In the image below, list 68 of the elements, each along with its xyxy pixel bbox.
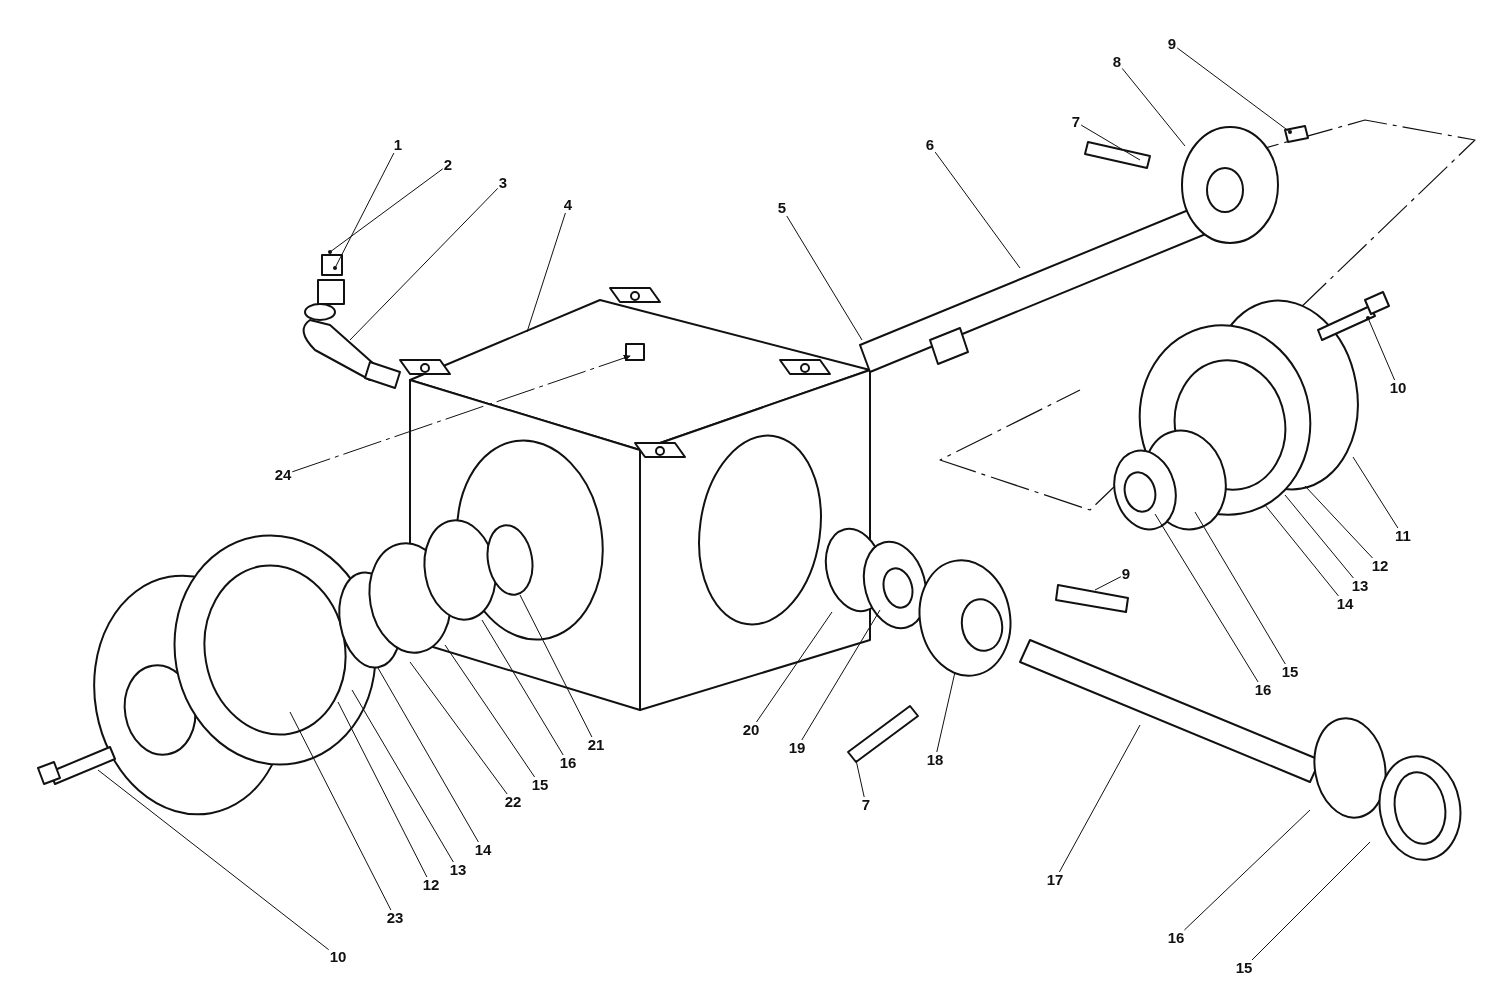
leader-line: [349, 187, 499, 341]
leader-line: [1264, 504, 1339, 597]
callout-number: 10: [1388, 380, 1408, 396]
leader-line: [801, 609, 881, 741]
callout-number: 10: [328, 949, 348, 965]
leader-line: [1304, 485, 1373, 559]
leader-line: [756, 611, 833, 723]
leader-line: [1183, 809, 1311, 931]
leader-line: [1154, 513, 1259, 683]
leader-line: [409, 661, 508, 795]
callout-number: 17: [1045, 872, 1065, 888]
leader-line: [1121, 67, 1186, 147]
leader-line: [328, 168, 444, 254]
callout-number: 9: [1120, 566, 1132, 582]
leader-line: [289, 711, 392, 911]
leader-line: [855, 759, 865, 798]
leader-line: [1176, 47, 1292, 134]
callout-number: 15: [1280, 664, 1300, 680]
callout-number: 3: [497, 175, 509, 191]
leader-line: [1284, 494, 1354, 579]
callout-number: 24: [273, 467, 293, 483]
callout-number: 15: [1234, 960, 1254, 976]
callout-number: 6: [924, 137, 936, 153]
callout-number: 23: [385, 910, 405, 926]
leader-line: [481, 619, 564, 756]
leader-line: [1080, 124, 1141, 161]
leader-line: [1094, 576, 1122, 591]
callout-number: 12: [421, 877, 441, 893]
callout-number: 5: [776, 200, 788, 216]
callout-number: 19: [787, 740, 807, 756]
leader-line: [444, 644, 536, 778]
callout-number: 16: [1166, 930, 1186, 946]
callout-number: 16: [1253, 682, 1273, 698]
callout-number: 22: [503, 794, 523, 810]
leader-line: [786, 215, 863, 341]
leader-line: [526, 212, 566, 333]
leader-line: [97, 769, 330, 951]
leader-line: [1366, 316, 1396, 381]
callout-number: 21: [586, 737, 606, 753]
leader-line: [337, 701, 428, 878]
callout-number: 7: [860, 797, 872, 813]
callout-number: 13: [448, 862, 468, 878]
callout-number: 13: [1350, 578, 1370, 594]
callout-number: 2: [442, 157, 454, 173]
callout-number: 16: [558, 755, 578, 771]
callout-number: 14: [1335, 596, 1355, 612]
callout-number: 14: [473, 842, 493, 858]
leader-line: [1251, 841, 1371, 961]
leader-line: [1352, 456, 1399, 529]
leader-line: [1058, 724, 1141, 873]
leader-line: [333, 152, 395, 270]
leader-line: [291, 354, 631, 473]
callout-number: 7: [1070, 114, 1082, 130]
callout-number: 11: [1394, 528, 1412, 544]
callout-number: 18: [925, 752, 945, 768]
leader-line: [351, 689, 454, 863]
callout-number: 15: [530, 777, 550, 793]
leader-line: [936, 671, 956, 753]
callout-number: 8: [1111, 54, 1123, 70]
leader-line: [934, 151, 1021, 269]
callout-number: 9: [1166, 36, 1178, 52]
leader-line: [519, 594, 593, 738]
leader-line: [1194, 511, 1286, 665]
callout-number: 1: [392, 137, 404, 153]
callout-number: 12: [1370, 558, 1390, 574]
leader-line: [377, 667, 479, 843]
callout-number: 4: [562, 197, 574, 213]
callout-number: 20: [741, 722, 761, 738]
